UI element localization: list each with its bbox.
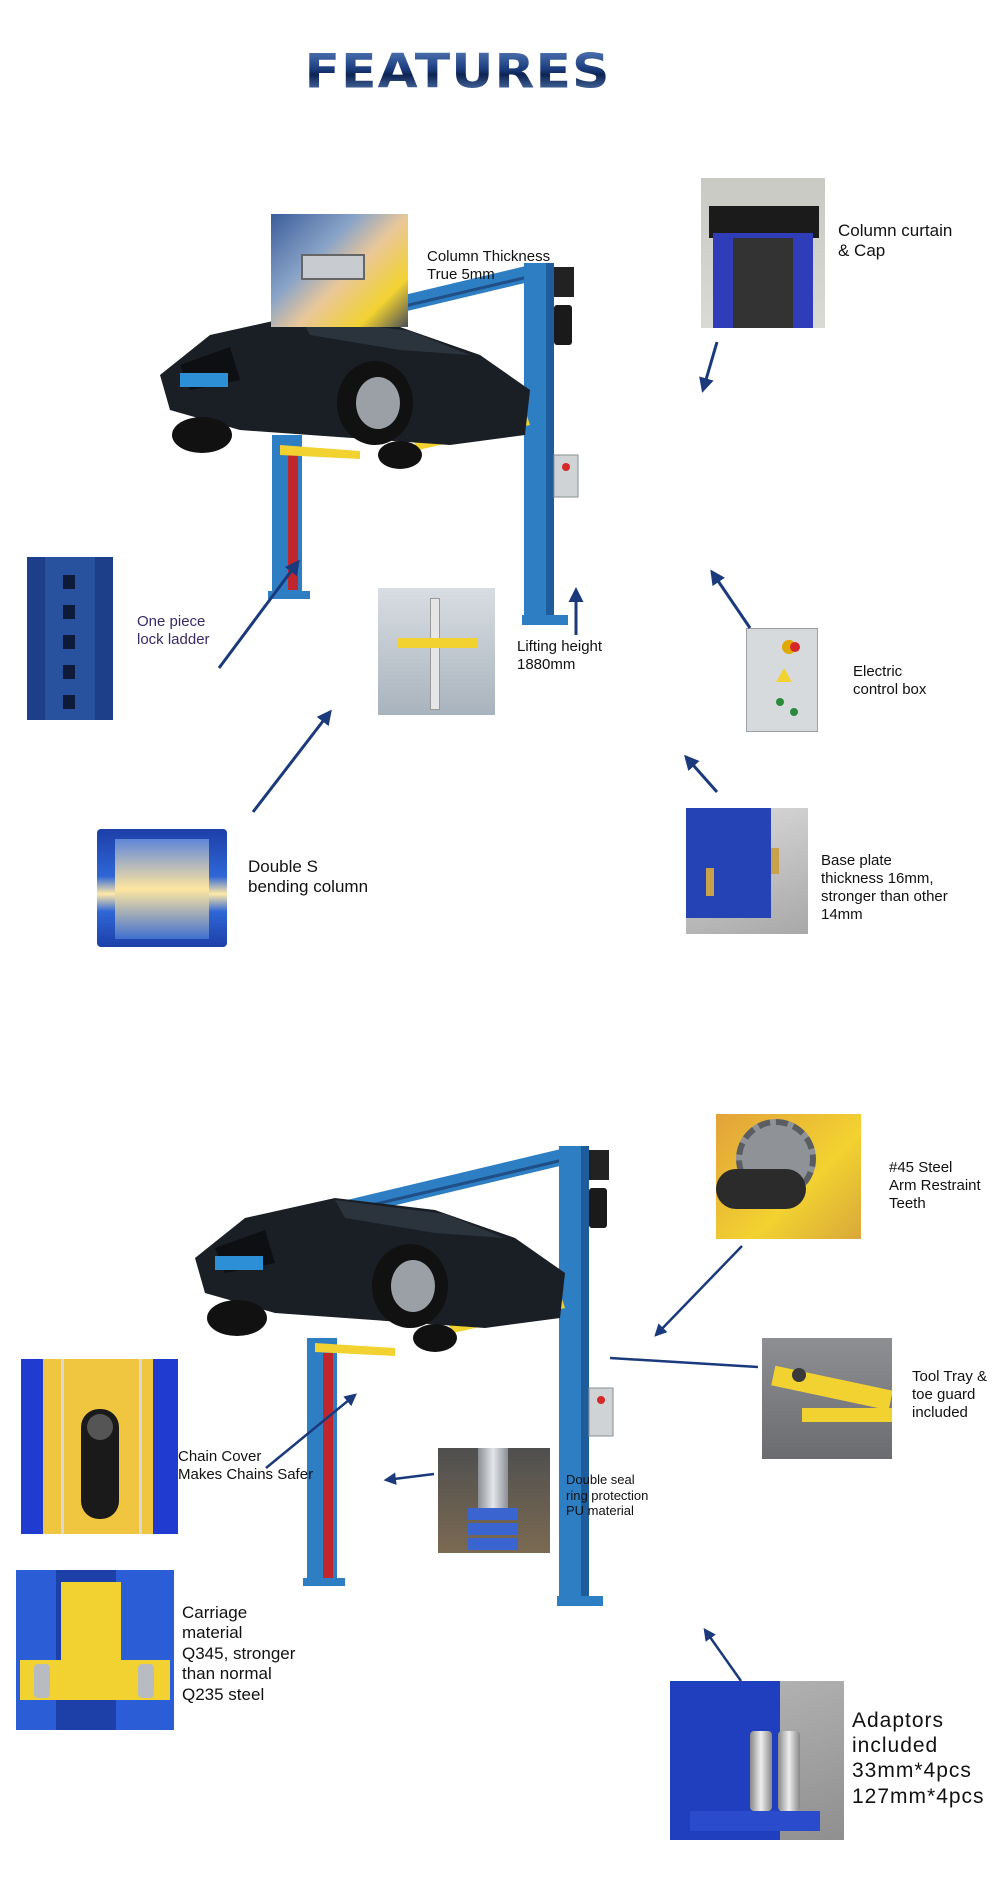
double-seal-label: Double seal ring protection PU material xyxy=(566,1472,649,1519)
car-lift-illustration-top xyxy=(160,263,579,625)
lifting-height-label: Lifting height 1880mm xyxy=(517,638,603,673)
lock-ladder-photo xyxy=(27,557,113,720)
double-seal-photo xyxy=(438,1448,550,1553)
double-s-photo xyxy=(93,825,231,952)
adaptors-photo xyxy=(670,1681,844,1840)
double-s-label: Double S bending column xyxy=(248,857,369,897)
column-curtain-label: Column curtain & Cap xyxy=(838,221,953,261)
lifting-height-photo xyxy=(378,588,495,715)
electric-box-label: Electric control box xyxy=(853,663,927,698)
tool-tray-label: Tool Tray & toe guard included xyxy=(912,1368,988,1421)
base-plate-label: Base plate thickness 16mm, stronger than… xyxy=(821,852,948,923)
column-thickness-label: Column Thickness True 5mm xyxy=(427,248,551,283)
adaptors-label: Adaptors included 33mm*4pcs 127mm*4pcs xyxy=(852,1709,985,1808)
arm-restraint-photo xyxy=(716,1114,861,1239)
electric-box-photo xyxy=(746,628,818,732)
lock-ladder-label: One piece lock ladder xyxy=(137,613,210,648)
arrow-base xyxy=(684,754,719,793)
base-plate-photo xyxy=(686,808,808,934)
carriage-photo xyxy=(16,1570,174,1730)
car-lift-illustration-bottom xyxy=(195,1146,614,1606)
carriage-label: Carriage material Q345, stronger than no… xyxy=(182,1603,296,1704)
arrow-box xyxy=(710,569,752,629)
page-title: FEATURES xyxy=(0,45,915,99)
chain-cover-label: Chain Cover Makes Chains Safer xyxy=(178,1448,314,1483)
column-curtain-photo xyxy=(701,178,825,328)
arm-restraint-label: #45 Steel Arm Restraint Teeth xyxy=(889,1159,981,1212)
tool-tray-photo xyxy=(762,1338,892,1459)
chain-cover-photo xyxy=(21,1359,178,1534)
column-thickness-photo xyxy=(271,214,408,327)
